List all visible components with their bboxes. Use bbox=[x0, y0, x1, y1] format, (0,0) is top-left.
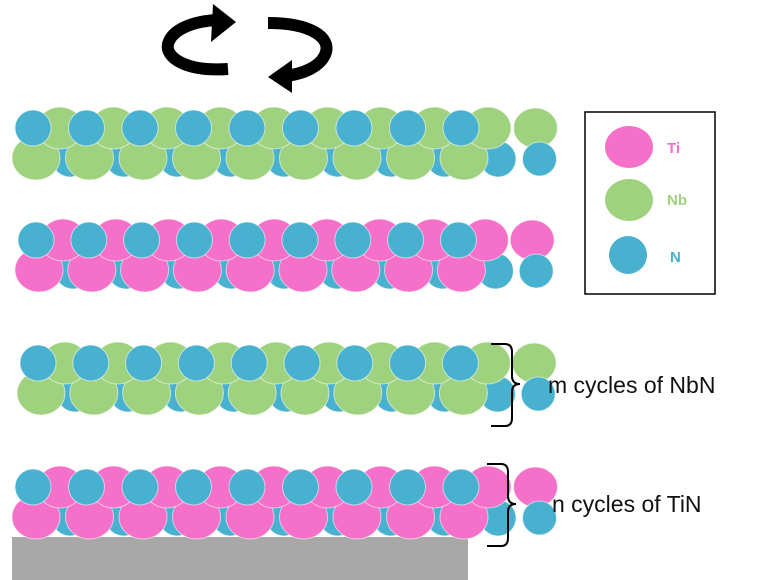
legend-ti-label: Ti bbox=[667, 140, 680, 157]
n-atom bbox=[282, 109, 319, 147]
n-atom bbox=[14, 468, 52, 506]
n-atom bbox=[389, 109, 426, 147]
n-atom bbox=[72, 344, 110, 382]
n-atom bbox=[281, 221, 319, 259]
n-atom bbox=[125, 344, 163, 382]
legend-n-swatch bbox=[609, 236, 647, 274]
n-atom bbox=[19, 344, 57, 382]
atomic-layers bbox=[11, 106, 558, 540]
n-atom bbox=[175, 221, 213, 259]
n-atom bbox=[230, 344, 268, 382]
left-curved-arrow bbox=[161, 14, 229, 76]
left-arrow-head bbox=[211, 4, 236, 42]
tin-layer-middle bbox=[14, 218, 555, 293]
legend-nb-swatch bbox=[605, 179, 653, 221]
nbn-layer-top bbox=[11, 106, 558, 181]
nbn-layer-cycle bbox=[16, 341, 557, 416]
n-atom bbox=[518, 253, 554, 289]
n-atom bbox=[387, 221, 425, 259]
legend-n-label: N bbox=[670, 249, 681, 266]
tin-cycles-label: n cycles of TiN bbox=[552, 491, 702, 517]
n-atom bbox=[121, 109, 159, 147]
n-atom bbox=[14, 109, 52, 147]
n-atom bbox=[335, 468, 373, 506]
n-atom bbox=[389, 468, 426, 506]
n-atom bbox=[522, 141, 557, 177]
n-atom bbox=[68, 468, 105, 506]
n-atom bbox=[336, 344, 374, 382]
n-atom bbox=[228, 109, 266, 147]
n-atom bbox=[522, 500, 557, 536]
n-atom bbox=[389, 344, 427, 382]
n-atom bbox=[228, 221, 266, 259]
nbn-cycles-label: m cycles of NbN bbox=[548, 372, 715, 398]
n-atom bbox=[68, 109, 105, 147]
legend: Ti Nb N bbox=[584, 111, 716, 295]
n-atom bbox=[17, 221, 55, 259]
n-atom bbox=[282, 468, 319, 506]
nbn-cycles-bracket bbox=[491, 343, 521, 427]
tin-layer-bottom bbox=[11, 465, 558, 540]
right-arrow-head bbox=[268, 60, 292, 93]
n-atom bbox=[121, 468, 159, 506]
rotation-arrows-icon bbox=[161, 4, 333, 93]
tin-cycles-bracket bbox=[487, 463, 517, 547]
n-atom bbox=[442, 109, 480, 147]
n-atom bbox=[283, 344, 321, 382]
right-curved-arrow bbox=[267, 17, 333, 82]
n-atom bbox=[175, 109, 212, 147]
n-atom bbox=[441, 344, 479, 382]
n-atom bbox=[228, 468, 266, 506]
legend-ti-swatch bbox=[605, 126, 653, 168]
n-atom bbox=[175, 468, 212, 506]
substrate-block bbox=[12, 537, 468, 580]
n-atom bbox=[177, 344, 215, 382]
n-atom bbox=[442, 468, 480, 506]
n-atom bbox=[334, 221, 372, 259]
n-atom bbox=[335, 109, 373, 147]
n-atom bbox=[520, 376, 556, 412]
n-atom bbox=[123, 221, 161, 259]
legend-nb-label: Nb bbox=[667, 192, 687, 209]
n-atom bbox=[70, 221, 108, 259]
n-atom bbox=[439, 221, 477, 259]
